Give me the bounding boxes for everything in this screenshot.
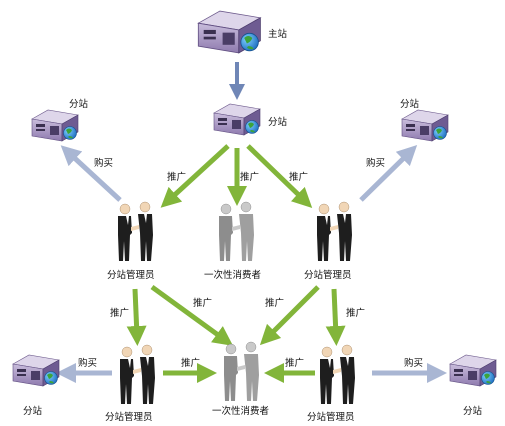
arrow-buy-left-up	[60, 145, 122, 202]
arrow-promote-center-left	[160, 144, 230, 208]
mid-consumer-icon	[218, 201, 255, 262]
edge-label-promote-bottomright: 推广	[285, 357, 304, 369]
arrow-promote-midleft-down	[126, 288, 147, 346]
bottom-right-manager-icon	[319, 344, 356, 405]
edge-label-buy-bottom-left: 购买	[78, 357, 97, 369]
center-server-icon	[213, 103, 261, 136]
edge-label-promote-midright-down: 推广	[346, 307, 365, 319]
left-server-icon	[31, 109, 79, 142]
arrow-promote-midright-down	[325, 288, 346, 346]
arrow-promote-center-right	[246, 144, 313, 208]
mid-left-manager-label: 分站管理员	[107, 269, 155, 281]
edge-label-promote-center-mid: 推广	[240, 171, 259, 183]
bottom-consumer-icon	[223, 341, 260, 402]
edge-label-promote-midleft-down: 推广	[110, 307, 129, 319]
edge-label-buy-bottom-right: 购买	[404, 357, 423, 369]
mid-right-manager-icon	[316, 201, 353, 262]
bottom-left-manager-icon	[119, 344, 156, 405]
edge-label-buy-right: 购买	[366, 157, 385, 169]
right-server-icon	[401, 109, 449, 142]
main-station-label: 主站	[268, 28, 288, 40]
mid-right-manager-label: 分站管理员	[304, 269, 352, 281]
mid-left-manager-icon	[117, 201, 154, 262]
edge-label-promote-midright-consumer: 推广	[265, 297, 284, 309]
edge-label-promote-center-right: 推广	[289, 171, 308, 183]
bottom-right-manager-label: 分站管理员	[307, 411, 355, 423]
arrow-promote-midright-consumer	[259, 285, 320, 346]
right-station-label: 分站	[400, 98, 420, 110]
center-station-label: 分站	[268, 116, 288, 128]
bottom-left-manager-label: 分站管理员	[105, 411, 153, 423]
arrow-buy-right-up	[359, 145, 418, 202]
left-station-label: 分站	[69, 98, 89, 110]
edge-label-buy-left: 购买	[94, 157, 113, 169]
bottom-right-server-icon	[449, 354, 497, 387]
edge-label-promote-center-left: 推广	[167, 171, 186, 183]
main-server-icon	[197, 10, 262, 54]
arrow-promote-midleft-consumer	[150, 284, 234, 346]
bottom-right-station-label: 分站	[463, 405, 483, 417]
bottom-left-server-icon	[12, 354, 60, 387]
bottom-left-station-label: 分站	[23, 405, 43, 417]
bottom-consumer-label: 一次性消费者	[212, 405, 269, 417]
edge-label-promote-midleft-consumer: 推广	[193, 297, 212, 309]
edge-label-promote-bottomleft: 推广	[181, 357, 200, 369]
mid-consumer-label: 一次性消费者	[204, 269, 261, 281]
